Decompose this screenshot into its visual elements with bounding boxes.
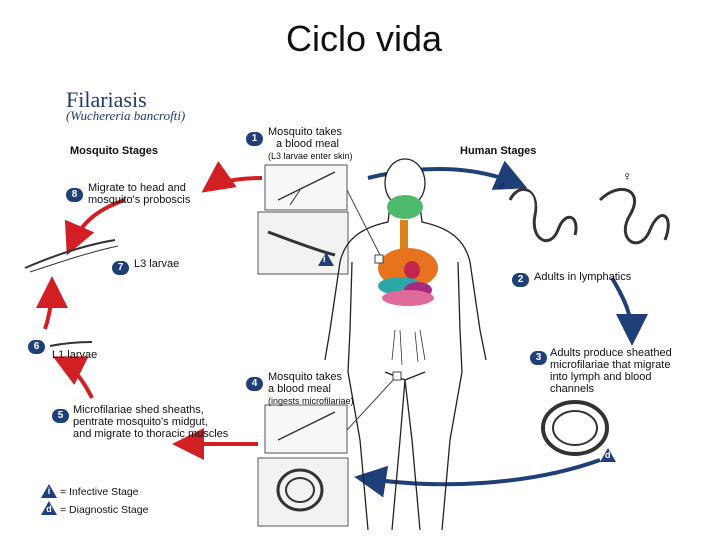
step-5-line-1: Microfilariae shed sheaths, — [73, 404, 204, 416]
step-5-line-3: and migrate to thoracic muscles — [73, 428, 229, 440]
legend-diagnostic-text: = Diagnostic Stage — [60, 504, 149, 516]
step-1-number: 1 — [246, 131, 263, 146]
step-8-line-1: Migrate to head and — [88, 182, 186, 194]
step-3-text: Adults produce sheathed microfilariae th… — [550, 347, 672, 395]
arrow-1-to-8 — [201, 161, 263, 193]
step-4-line-1: Mosquito takes — [268, 371, 342, 383]
step-1-line-2: a blood meal — [276, 138, 339, 150]
step-4-line-2: a blood meal — [268, 383, 331, 395]
heart — [404, 261, 420, 279]
step-1-note: (L3 larvae enter skin) — [268, 151, 353, 161]
step-1-text: Mosquito takes a blood meal (L3 larvae e… — [268, 126, 353, 162]
step-3-line-4: channels — [550, 383, 595, 395]
legend-diagnostic-symbol: d — [46, 504, 52, 514]
intestines — [382, 290, 434, 306]
step-6-number: 6 — [28, 339, 45, 354]
sheathed-microfilaria — [541, 400, 609, 456]
arrow-3-to-4 — [354, 458, 601, 498]
arrow-2-to-3 — [610, 276, 648, 346]
step-1: 1 — [246, 128, 263, 146]
female-symbol: ♀ — [622, 168, 633, 184]
step-4-number: 4 — [246, 376, 263, 391]
step-5-number: 5 — [52, 408, 69, 423]
l1-larva-drawing — [49, 341, 93, 347]
human-stages-label: Human Stages — [460, 145, 537, 157]
step-4-note: (ingests microfilariae) — [268, 396, 354, 406]
microfilariae-image — [257, 457, 349, 527]
slide-title: Ciclo vida — [285, 18, 443, 59]
diagnostic-stage-badge — [600, 448, 616, 462]
adult-worm-female — [598, 187, 670, 245]
diagnostic-badge-letter: d — [605, 450, 611, 460]
diagram-title: Filariasis — [66, 87, 147, 112]
step-3-number: 3 — [530, 350, 547, 365]
l3-larvae-image — [257, 211, 349, 275]
adult-worm-male — [508, 187, 578, 243]
step-6-text: L1 larvae — [52, 349, 98, 361]
legend-infective: i = Infective Stage — [41, 484, 148, 500]
male-symbol: ♂ — [496, 178, 507, 194]
step-7-text: L3 larvae — [134, 258, 180, 270]
legend-infective-symbol: i — [47, 486, 51, 496]
legend: i = Infective Stage d = Diagnostic Stage — [41, 484, 148, 518]
step-3-line-2: microfilariae that migrate — [550, 359, 671, 371]
step-8-number: 8 — [66, 187, 83, 202]
step-4-text: Mosquito takes a blood meal (ingests mic… — [268, 371, 354, 407]
arrow-8-to-7 — [64, 198, 126, 256]
human-figure — [324, 158, 487, 531]
diagram-subtitle: (Wuchereria bancrofti) — [66, 108, 186, 123]
arrow-7-to-6 — [35, 276, 68, 330]
step-3-line-1: Adults produce sheathed — [550, 347, 672, 359]
infective-badge-letter: i — [323, 254, 326, 264]
step-7-number: 7 — [112, 260, 129, 275]
brain — [387, 195, 423, 219]
step-3-line-3: into lymph and blood — [550, 371, 652, 383]
mosquito-stages-label: Mosquito Stages — [70, 145, 159, 157]
step-5-text: Microfilariae shed sheaths, pentrate mos… — [73, 404, 228, 440]
infective-stage-badge — [318, 252, 334, 266]
step-8-line-2: mosquito's proboscis — [88, 194, 191, 206]
step-8-text: Migrate to head and mosquito's proboscis — [88, 182, 190, 206]
throat — [400, 220, 408, 250]
l3-larva-drawing — [24, 239, 116, 269]
legend-diagnostic: d = Diagnostic Stage — [41, 502, 148, 518]
step-5-line-2: pentrate mosquito's midgut, — [73, 416, 208, 428]
step-1-line-1: Mosquito takes — [268, 126, 342, 138]
step-2-text: Adults in lymphatics — [534, 271, 632, 283]
arrow-6-to-5 — [52, 356, 94, 399]
step-2-number: 2 — [512, 272, 529, 287]
legend-infective-text: = Infective Stage — [60, 486, 139, 498]
